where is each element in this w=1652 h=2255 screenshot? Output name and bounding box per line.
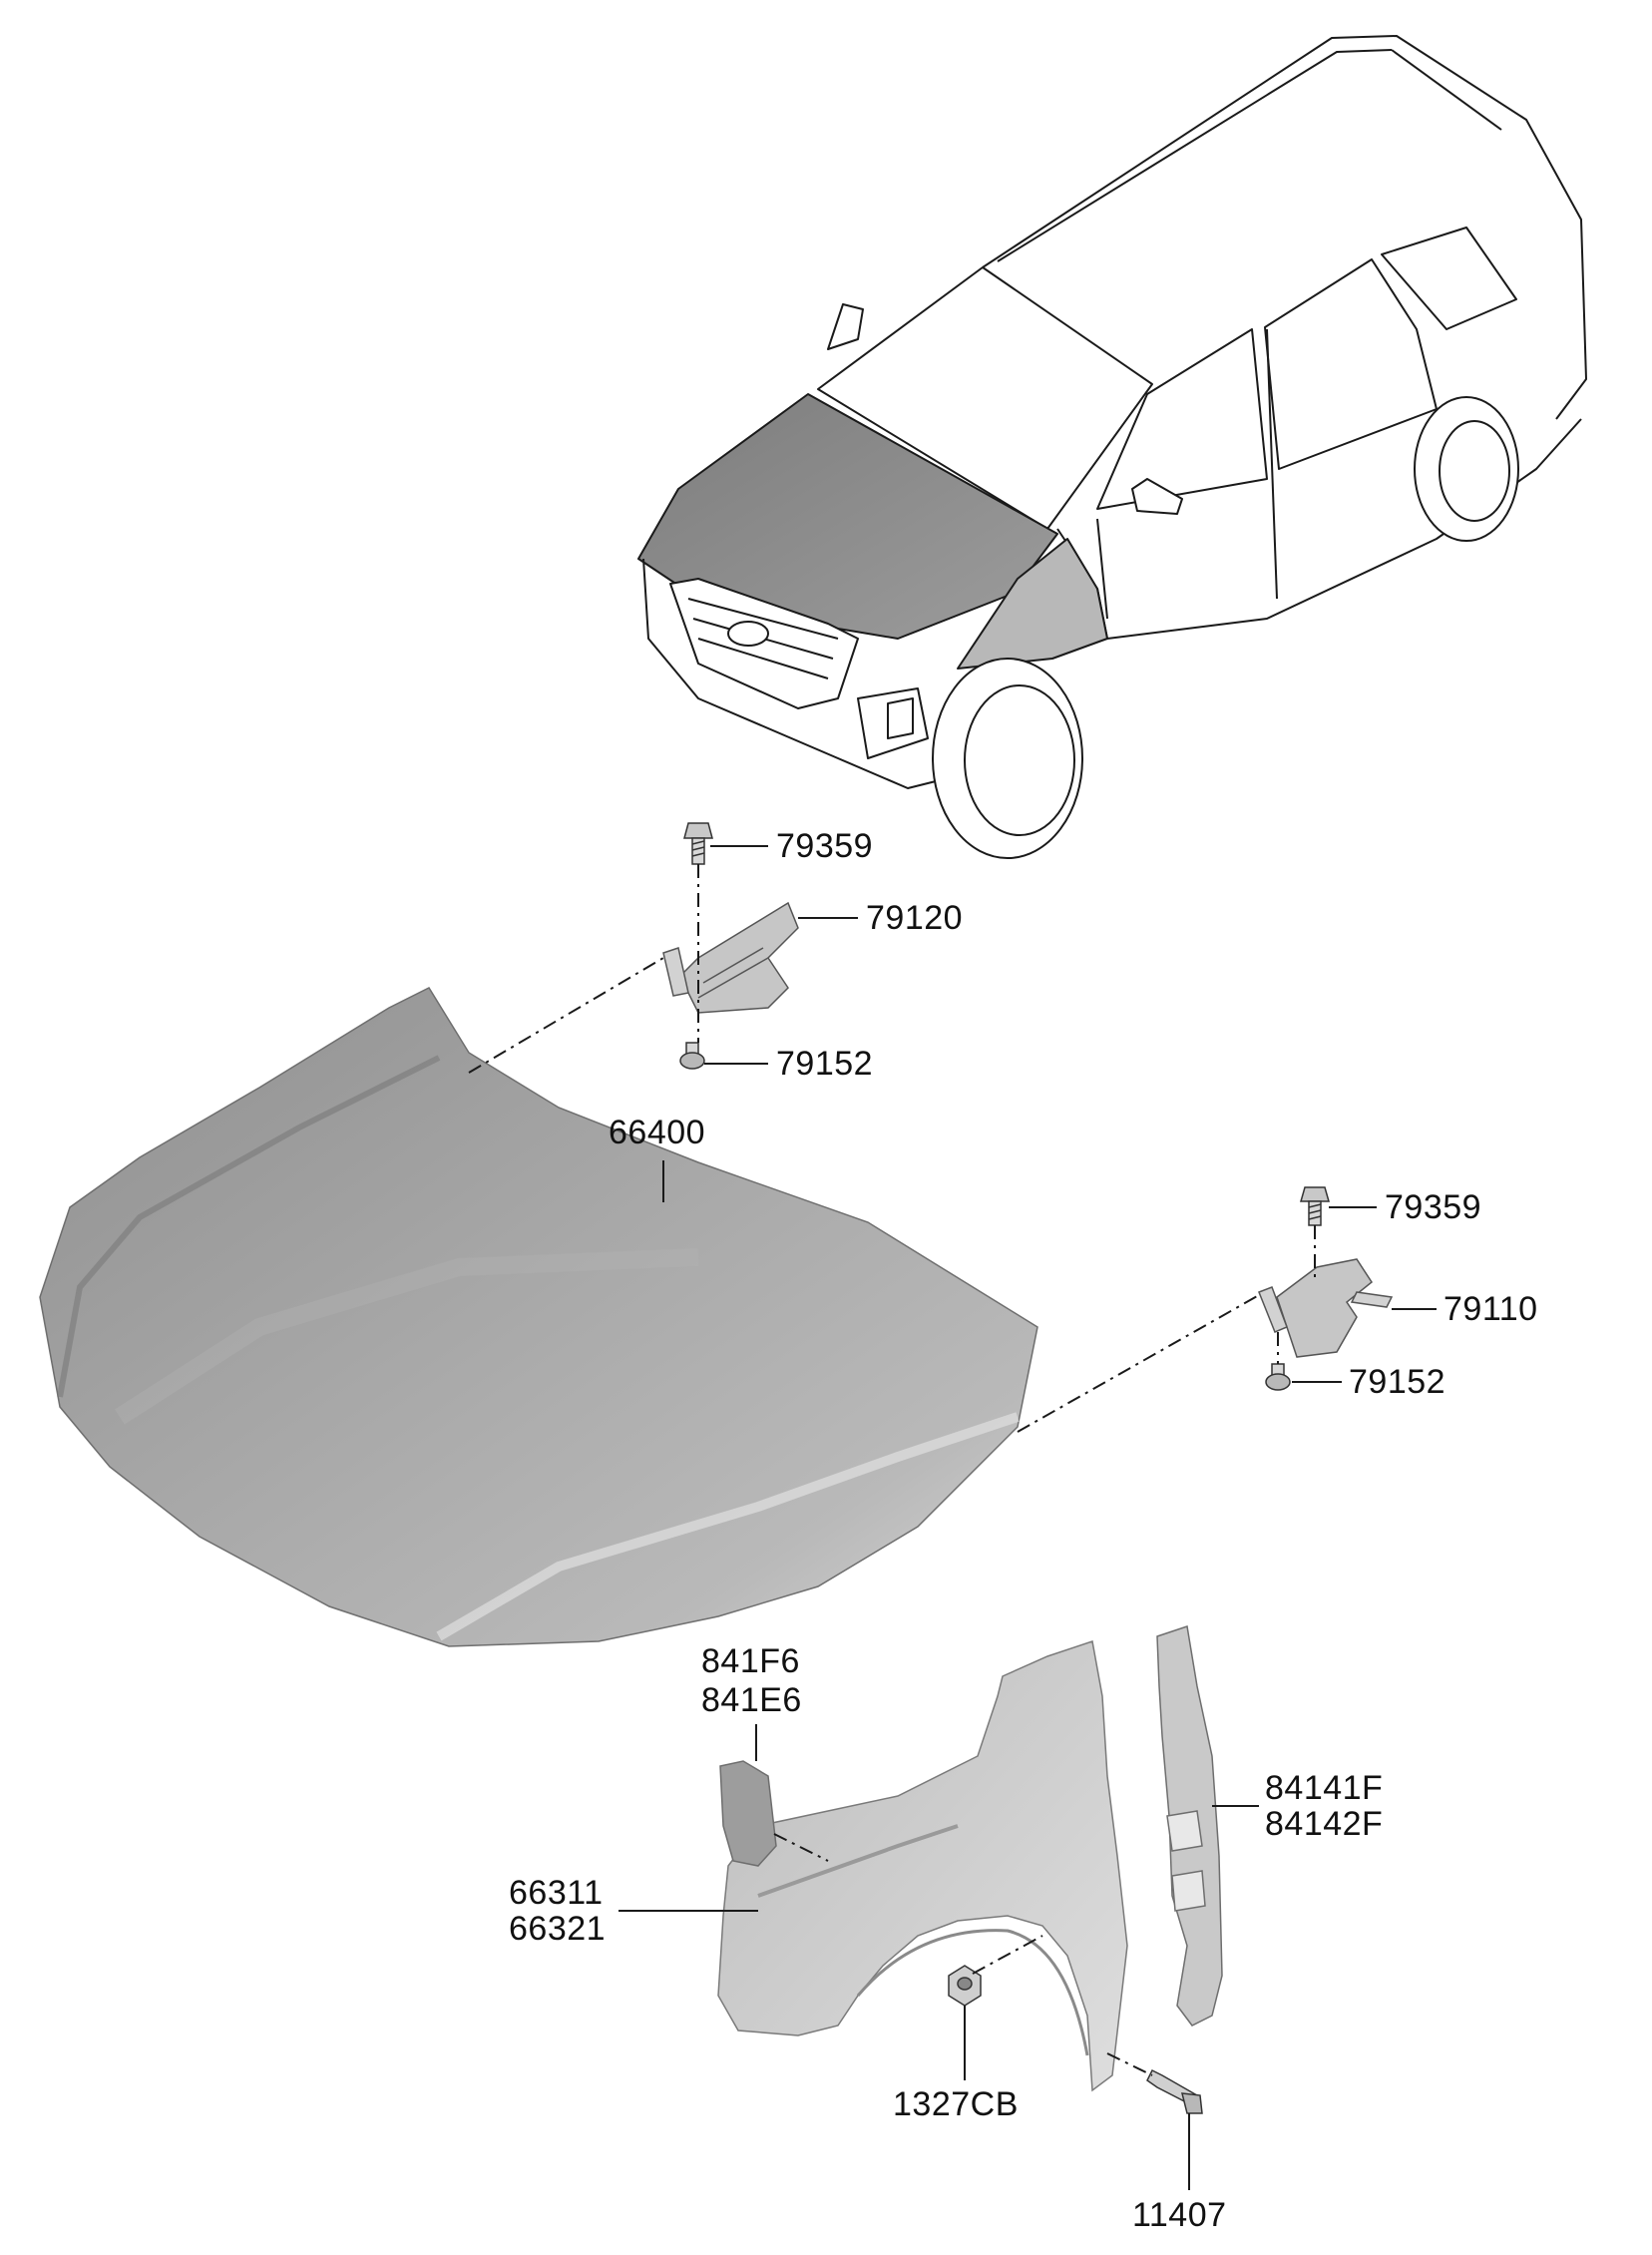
assembly-dashed-lines <box>468 864 1316 2076</box>
label-79110: 79110 <box>1444 1290 1538 1328</box>
label-66311: 66311 <box>509 1874 604 1912</box>
label-84142F: 84142F <box>1265 1805 1384 1843</box>
nut-79152-top <box>679 1042 705 1070</box>
label-841E6: 841E6 <box>701 1681 802 1719</box>
bolt-11407 <box>1146 2068 1203 2114</box>
label-79120: 79120 <box>866 899 964 937</box>
quarter-window <box>1381 226 1517 330</box>
nut-1327CB <box>948 1965 982 2007</box>
front-fender <box>717 1640 1128 2092</box>
rear-wheel <box>1414 396 1519 542</box>
vehicle-illustration <box>637 35 1587 859</box>
bolt-79359-right <box>1300 1186 1330 1226</box>
front-side-window <box>1096 328 1268 510</box>
label-11407: 11407 <box>1132 2196 1227 2234</box>
hinge-right-79110 <box>1258 1258 1394 1358</box>
label-79152-right: 79152 <box>1349 1363 1446 1401</box>
label-79152-top: 79152 <box>776 1045 874 1083</box>
leader-lines <box>619 845 1437 2190</box>
fender-insulator-84141F <box>1156 1625 1223 2027</box>
label-84141F: 84141F <box>1265 1769 1384 1807</box>
front-wheel <box>932 658 1083 859</box>
label-841F6: 841F6 <box>701 1642 800 1680</box>
grille <box>669 578 859 709</box>
hyundai-emblem <box>727 621 769 647</box>
bracket-841F6 <box>719 1760 777 1867</box>
label-66400: 66400 <box>609 1114 706 1151</box>
rear-side-window <box>1264 258 1438 470</box>
hood-panel <box>39 987 1038 1647</box>
label-79359-right: 79359 <box>1385 1188 1482 1226</box>
label-1327CB: 1327CB <box>893 2085 1019 2123</box>
label-66321: 66321 <box>509 1910 607 1948</box>
side-mirror <box>1131 478 1183 515</box>
nut-79152-right <box>1265 1363 1291 1391</box>
hinge-left-79120 <box>662 901 799 1014</box>
label-79359-top: 79359 <box>776 827 874 865</box>
bolt-79359-top <box>683 822 713 865</box>
car-fender-shaded <box>957 538 1108 670</box>
